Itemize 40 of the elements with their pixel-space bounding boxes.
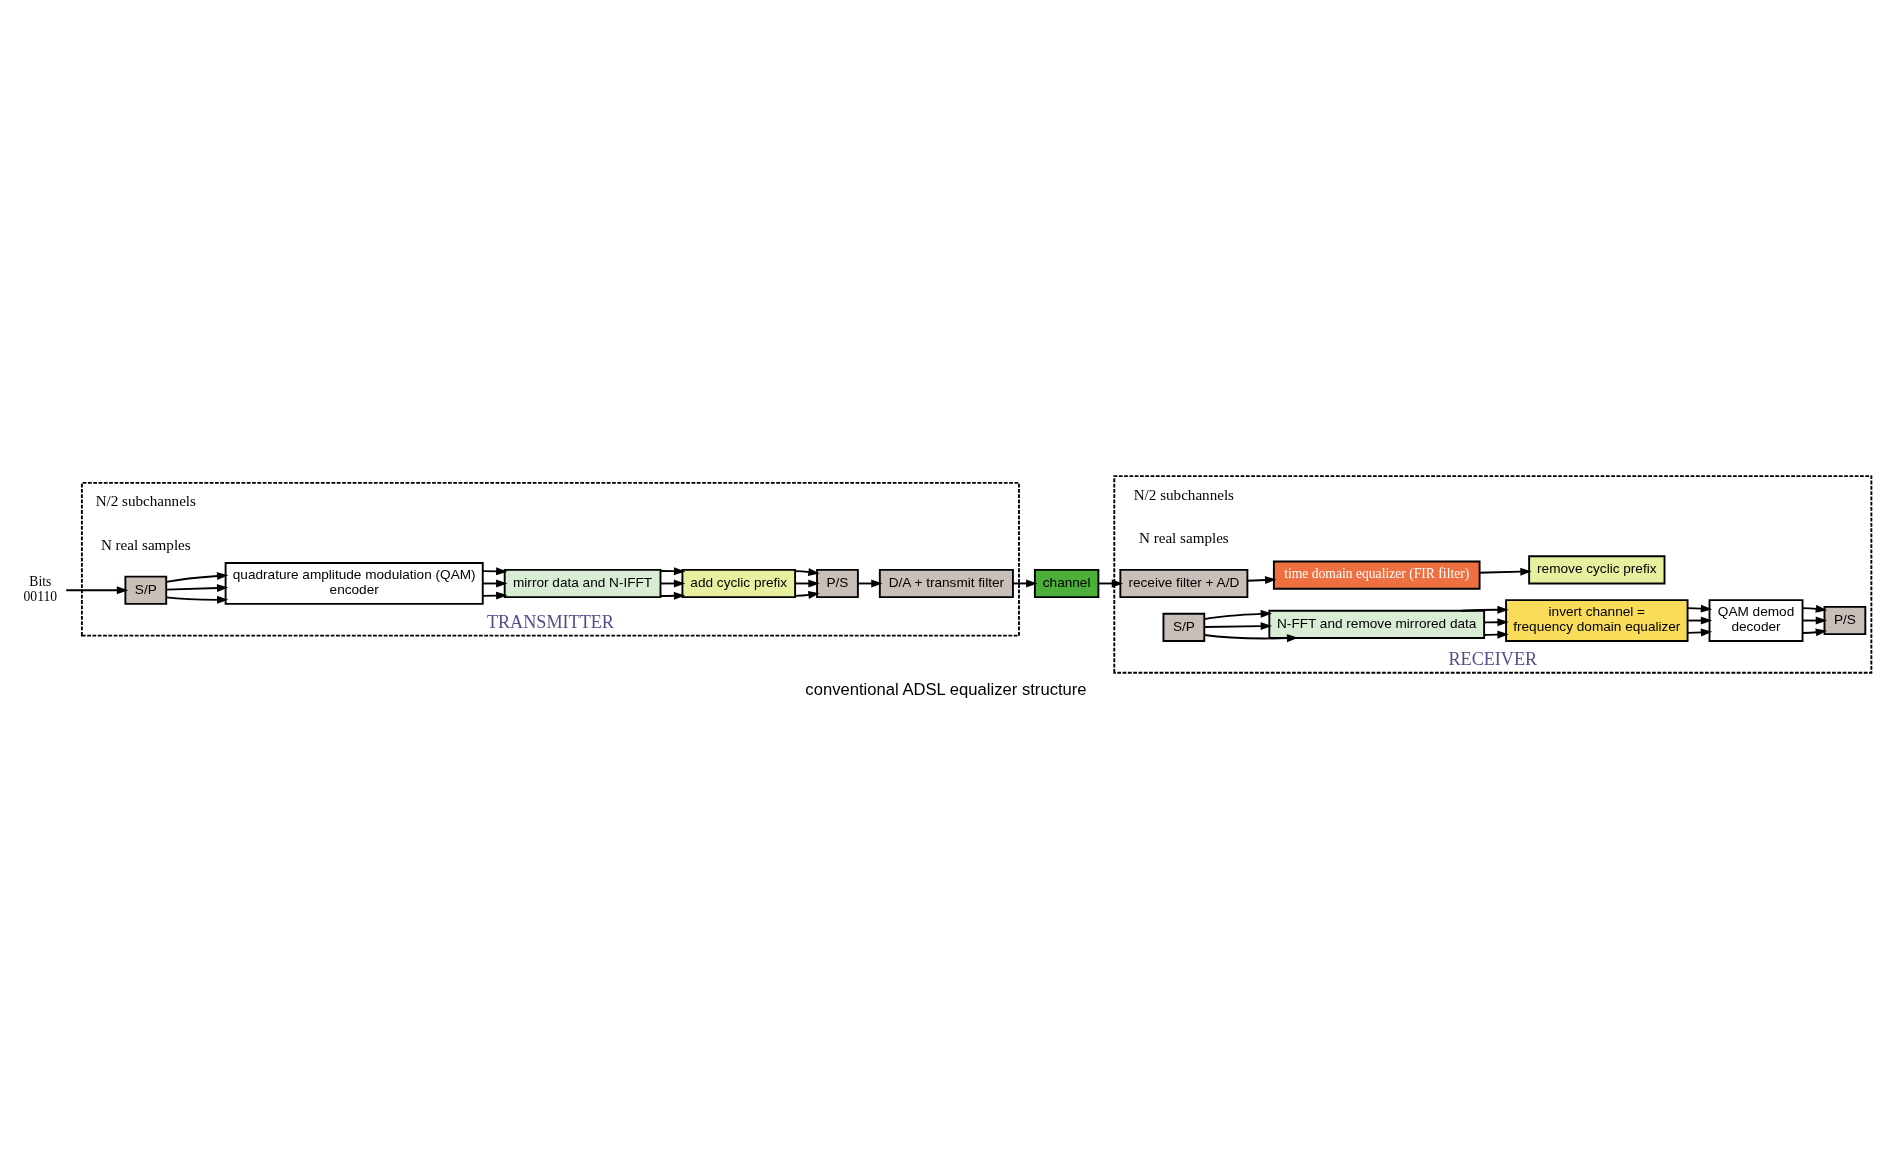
node-box: QAM demod decoder [1708,599,1804,642]
arrow [794,568,820,576]
node-box: quadrature amplitude modulation (QAM) encoder [224,562,484,605]
caption: conventional ADSL equalizer structure [805,680,1087,700]
node-box: P/S [1823,605,1867,636]
arrow [1483,630,1509,639]
node-box: remove cyclic prefix [1528,555,1666,585]
node-box: time domain equalizer (FIR filter) [1272,560,1481,590]
arrow [1801,628,1828,637]
node-text: Bits 00110 [23,574,58,605]
arrow [1478,567,1532,576]
arrow [482,591,508,600]
arrow [482,567,508,576]
node-box: receive filter + A/D [1119,568,1249,599]
arrow [1203,622,1273,631]
node-box: N-FFT and remove mirrored data [1268,609,1486,639]
node-box: S/P [1162,612,1206,642]
label: N/2 subchannels [1133,486,1235,503]
node-box: S/P [124,575,168,605]
label: N real samples [100,537,191,554]
node-box: invert channel = frequency domain equalizer [1505,599,1689,642]
arrow [165,595,229,604]
node-box: P/S [816,568,859,599]
arrow [1801,604,1828,613]
arrow [659,567,686,576]
node-box: add cyclic prefix [681,568,797,599]
arrow [165,572,229,583]
arrow [1483,618,1509,627]
node-box: D/A + transmit filter [878,568,1014,599]
arrow [1203,634,1299,643]
arrow [65,586,129,595]
arrow [1246,576,1277,584]
arrow [1203,609,1273,620]
arrow [1460,605,1509,614]
node-box: channel [1033,568,1100,599]
label: N real samples [1138,530,1229,547]
label: N/2 subchannels [95,493,196,510]
node-box: mirror data and N-IFFT [503,568,662,599]
arrow [659,591,686,600]
arrow [165,584,229,592]
